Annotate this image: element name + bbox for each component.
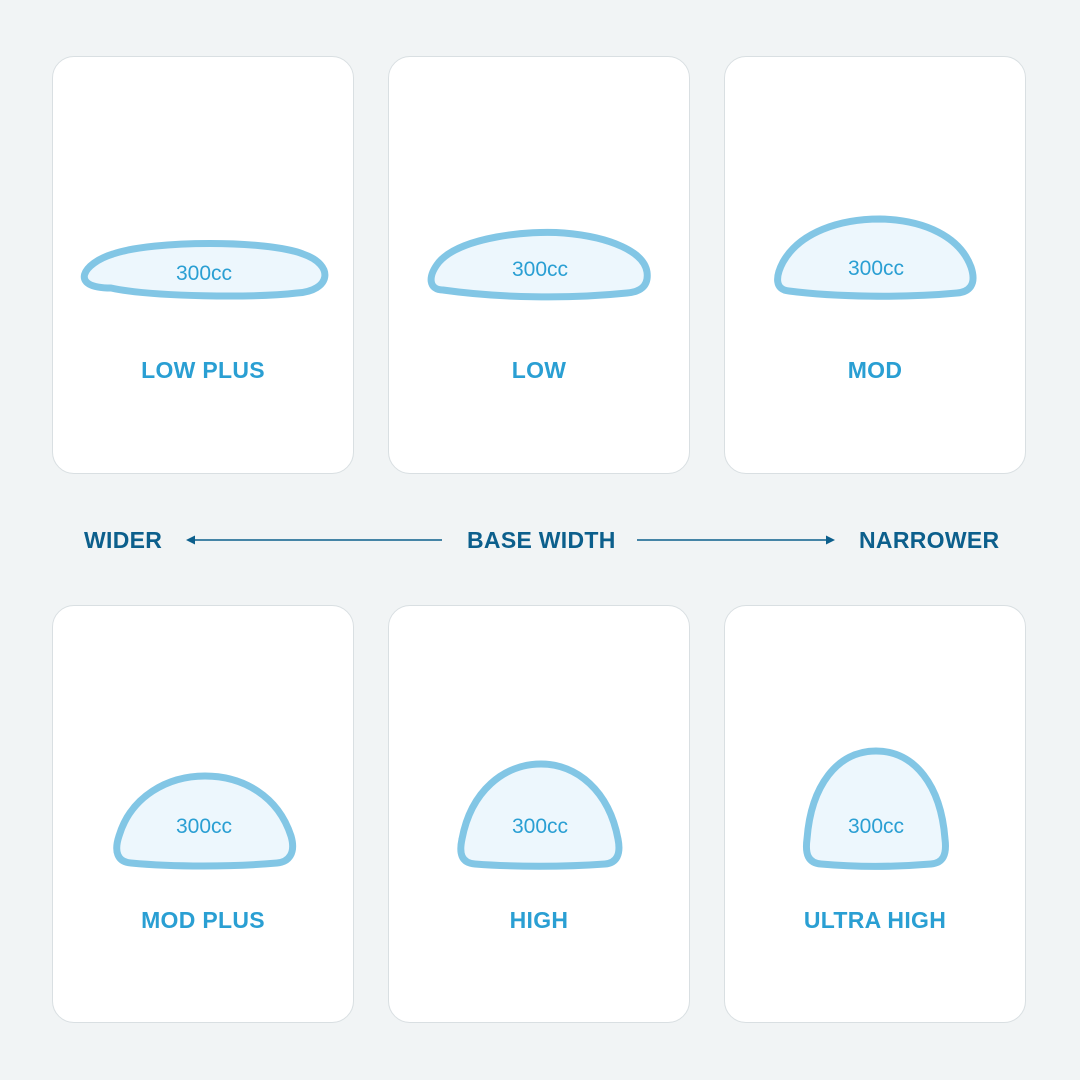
base-width-axis: WIDER BASE WIDTH NARROWER <box>0 520 1080 560</box>
profile-card-mod-plus[interactable]: 300cc MOD PLUS <box>52 605 354 1023</box>
profile-label: LOW <box>511 357 567 383</box>
base-width-label: BASE WIDTH <box>467 527 616 553</box>
profile-label: LOW PLUS <box>141 357 265 383</box>
volume-text: 300cc <box>176 815 232 838</box>
profile-card-low[interactable]: 300cc LOW <box>388 56 690 474</box>
wider-label: WIDER <box>84 527 163 553</box>
volume-text: 300cc <box>848 815 904 838</box>
volume-text: 300cc <box>176 262 232 285</box>
implant-shape-low-icon: 300cc <box>427 228 651 301</box>
profile-label: MOD <box>847 357 903 383</box>
profile-card-low-plus[interactable]: 300cc LOW PLUS <box>52 56 354 474</box>
profile-card-high[interactable]: 300cc HIGH <box>388 605 690 1023</box>
profile-card-ultra-high[interactable]: 300cc ULTRA HIGH <box>724 605 1026 1023</box>
profile-label: HIGH <box>509 907 569 933</box>
right-arrow-head-icon <box>826 535 835 545</box>
axis-arrows <box>186 535 835 545</box>
profile-label: MOD PLUS <box>141 907 265 933</box>
implant-shape-mod-plus-icon: 300cc <box>113 772 297 870</box>
volume-text: 300cc <box>512 815 568 838</box>
implant-shape-mod-icon: 300cc <box>774 215 977 300</box>
left-arrow-head-icon <box>186 535 195 545</box>
volume-text: 300cc <box>512 258 568 281</box>
narrower-label: NARROWER <box>859 527 1000 553</box>
implant-shape-high-icon: 300cc <box>457 760 623 870</box>
volume-text: 300cc <box>848 257 904 280</box>
profile-label: ULTRA HIGH <box>803 907 947 933</box>
implant-shape-ultra-high-icon: 300cc <box>802 747 949 870</box>
implant-shape-low-plus-icon: 300cc <box>80 240 329 300</box>
profile-card-mod[interactable]: 300cc MOD <box>724 56 1026 474</box>
